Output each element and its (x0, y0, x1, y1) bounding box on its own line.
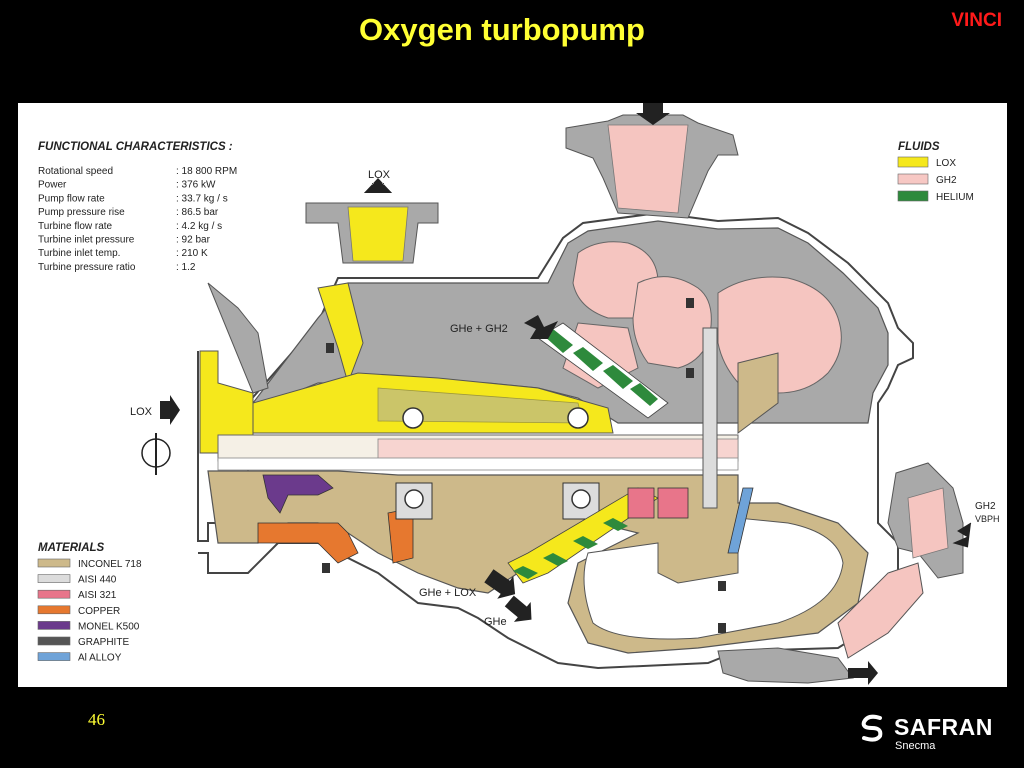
inducer-monel (262, 474, 334, 514)
functional-label: Turbine pressure ratio (38, 262, 136, 273)
functional-heading: FUNCTIONAL CHARACTERISTICS : (38, 141, 233, 153)
turbopump-diagram: FUNCTIONAL CHARACTERISTICS : Rotational … (37, 103, 1000, 685)
functional-rows: Rotational speed : 18 800 RPM Power : 376 k… (38, 166, 237, 273)
gh2-right-label: GH2 (975, 501, 996, 512)
functional-value: : 33.7 kg / s (176, 193, 228, 204)
functional-value: : 92 bar (176, 235, 211, 246)
functional-value: : 210 K (176, 248, 208, 259)
material-swatch (37, 605, 71, 615)
functional-value: : 4.2 kg / s (176, 221, 222, 232)
material-label: MONEL K500 (78, 621, 140, 632)
program-tag: VINCI (951, 10, 1002, 31)
material-swatch (37, 652, 71, 661)
copper-seals (257, 507, 414, 564)
gh2-right-inlet: GH2 VBPH (717, 462, 1000, 685)
slide-title: Oxygen turbopump (359, 12, 645, 47)
lox-inlet-label: LOX (130, 406, 153, 418)
fluid-swatch (897, 190, 929, 202)
fluid-label: GH2 (936, 175, 957, 186)
lox-inlet-arrow (160, 395, 180, 425)
functional-label: Turbine inlet pressure (38, 235, 135, 246)
diagram-panel: FUNCTIONAL CHARACTERISTICS : Rotational … (18, 103, 1007, 687)
helium-seal-hatch (507, 322, 669, 584)
fluid-label: LOX (936, 158, 956, 169)
fluids-heading: FLUIDS (898, 141, 940, 153)
page-number: 46 (88, 710, 105, 729)
functional-characteristics: FUNCTIONAL CHARACTERISTICS : Rotational … (38, 141, 237, 273)
material-label: AISI 321 (78, 590, 117, 601)
ghe-label: GHe (484, 616, 507, 628)
gh2-inlet-flange-top (565, 103, 739, 219)
turbine-disk (627, 327, 754, 554)
material-label: INCONEL 718 (78, 559, 142, 570)
ghe-lox-arrow (484, 569, 516, 599)
fluid-swatch (897, 156, 929, 168)
housing-outline (197, 211, 914, 670)
material-label: GRAPHITE (78, 637, 129, 648)
fluid-swatch (897, 173, 929, 185)
functional-value: : 1.2 (176, 262, 196, 273)
lox-outlet-flange: LOX (305, 169, 439, 264)
material-swatch (37, 589, 71, 599)
material-swatch (37, 574, 71, 583)
ghe-gh2-arrow (524, 315, 558, 339)
material-label: COPPER (78, 606, 120, 617)
functional-label: Pump flow rate (38, 193, 105, 204)
functional-label: Turbine flow rate (38, 221, 113, 232)
functional-label: Rotational speed (38, 166, 113, 177)
functional-label: Turbine inlet temp. (38, 248, 120, 259)
ghe-lox-label: GHe + LOX (419, 587, 477, 599)
functional-value: : 376 kW (176, 180, 216, 191)
lower-bearings (395, 482, 600, 520)
logo-name: SAFRAN (894, 714, 993, 740)
material-swatch (37, 621, 71, 630)
pump-lox-region (252, 372, 614, 434)
gh2-outlet-arrow (848, 661, 878, 685)
ghe-arrow (504, 595, 532, 622)
safran-logo-icon (861, 714, 883, 742)
functional-value: : 86.5 bar (176, 207, 219, 218)
material-swatch (37, 636, 71, 646)
safran-logo: SAFRAN Snecma (858, 712, 1018, 756)
functional-label: Pump pressure rise (38, 207, 125, 218)
ghe-gh2-label: GHe + GH2 (450, 323, 508, 335)
functional-label: Power (38, 180, 67, 191)
fluid-label: HELIUM (936, 192, 974, 203)
material-label: AISI 440 (78, 575, 117, 586)
graphite-seals (322, 298, 726, 633)
lower-cavity (583, 517, 844, 640)
right-housing (737, 352, 779, 434)
materials-heading: MATERIALS (38, 542, 105, 554)
lox-inlet: LOX (130, 282, 364, 475)
functional-value: : 18 800 RPM (176, 166, 237, 177)
logo-subtitle: Snecma (895, 740, 936, 752)
material-swatch (37, 558, 71, 568)
material-label: Al ALLOY (78, 653, 122, 664)
vbph-label: VBPH (975, 514, 1000, 524)
rotor-shaft (217, 434, 739, 471)
lox-top-label: LOX (368, 169, 391, 181)
